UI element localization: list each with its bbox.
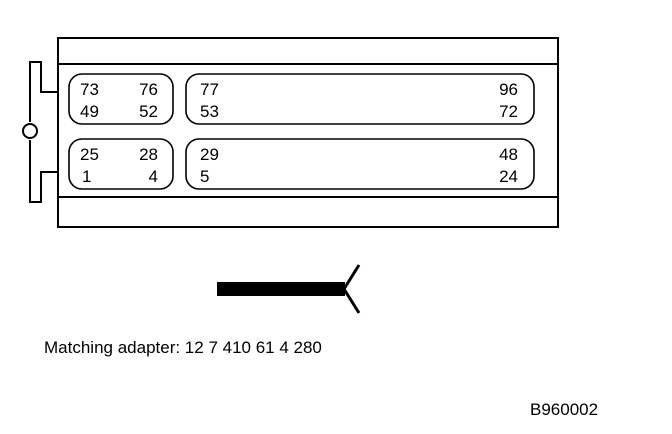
- pin-block-upper-right: [185, 73, 535, 125]
- cable-fork: [342, 264, 361, 314]
- pin-label: 1: [82, 167, 91, 186]
- pin-block-lower-right: [185, 138, 535, 190]
- locking-latch: [22, 61, 58, 203]
- pin-label: 24: [499, 167, 518, 186]
- pin-label: 49: [80, 102, 99, 121]
- pin-label: 72: [499, 102, 518, 121]
- pin-label: 96: [499, 80, 518, 99]
- cable-bar: [217, 282, 345, 296]
- latch-upper-arm: [29, 61, 58, 122]
- pin-label: 48: [499, 145, 518, 164]
- pin-label: 77: [200, 80, 219, 99]
- matching-adapter-caption: Matching adapter: 12 7 410 61 4 280: [44, 338, 322, 357]
- pin-label: 5: [200, 167, 209, 186]
- latch-knob: [22, 123, 38, 139]
- pin-block-lower-left: [68, 138, 174, 190]
- pin-label: 29: [200, 145, 219, 164]
- figure-id: B960002: [530, 400, 599, 419]
- pin-label: 76: [139, 80, 158, 99]
- pin-label: 25: [80, 145, 99, 164]
- pin-label: 73: [80, 80, 99, 99]
- pin-label: 4: [149, 167, 158, 186]
- connector-housing: [57, 37, 559, 228]
- pin-block-upper-left: [68, 73, 174, 125]
- cable-symbol: [217, 264, 361, 314]
- housing-outline: [57, 37, 559, 228]
- pin-label: 52: [139, 102, 158, 121]
- pin-blocks: [68, 73, 535, 190]
- pin-label: 28: [139, 145, 158, 164]
- latch-lower-arm: [29, 140, 58, 203]
- pin-label: 53: [200, 102, 219, 121]
